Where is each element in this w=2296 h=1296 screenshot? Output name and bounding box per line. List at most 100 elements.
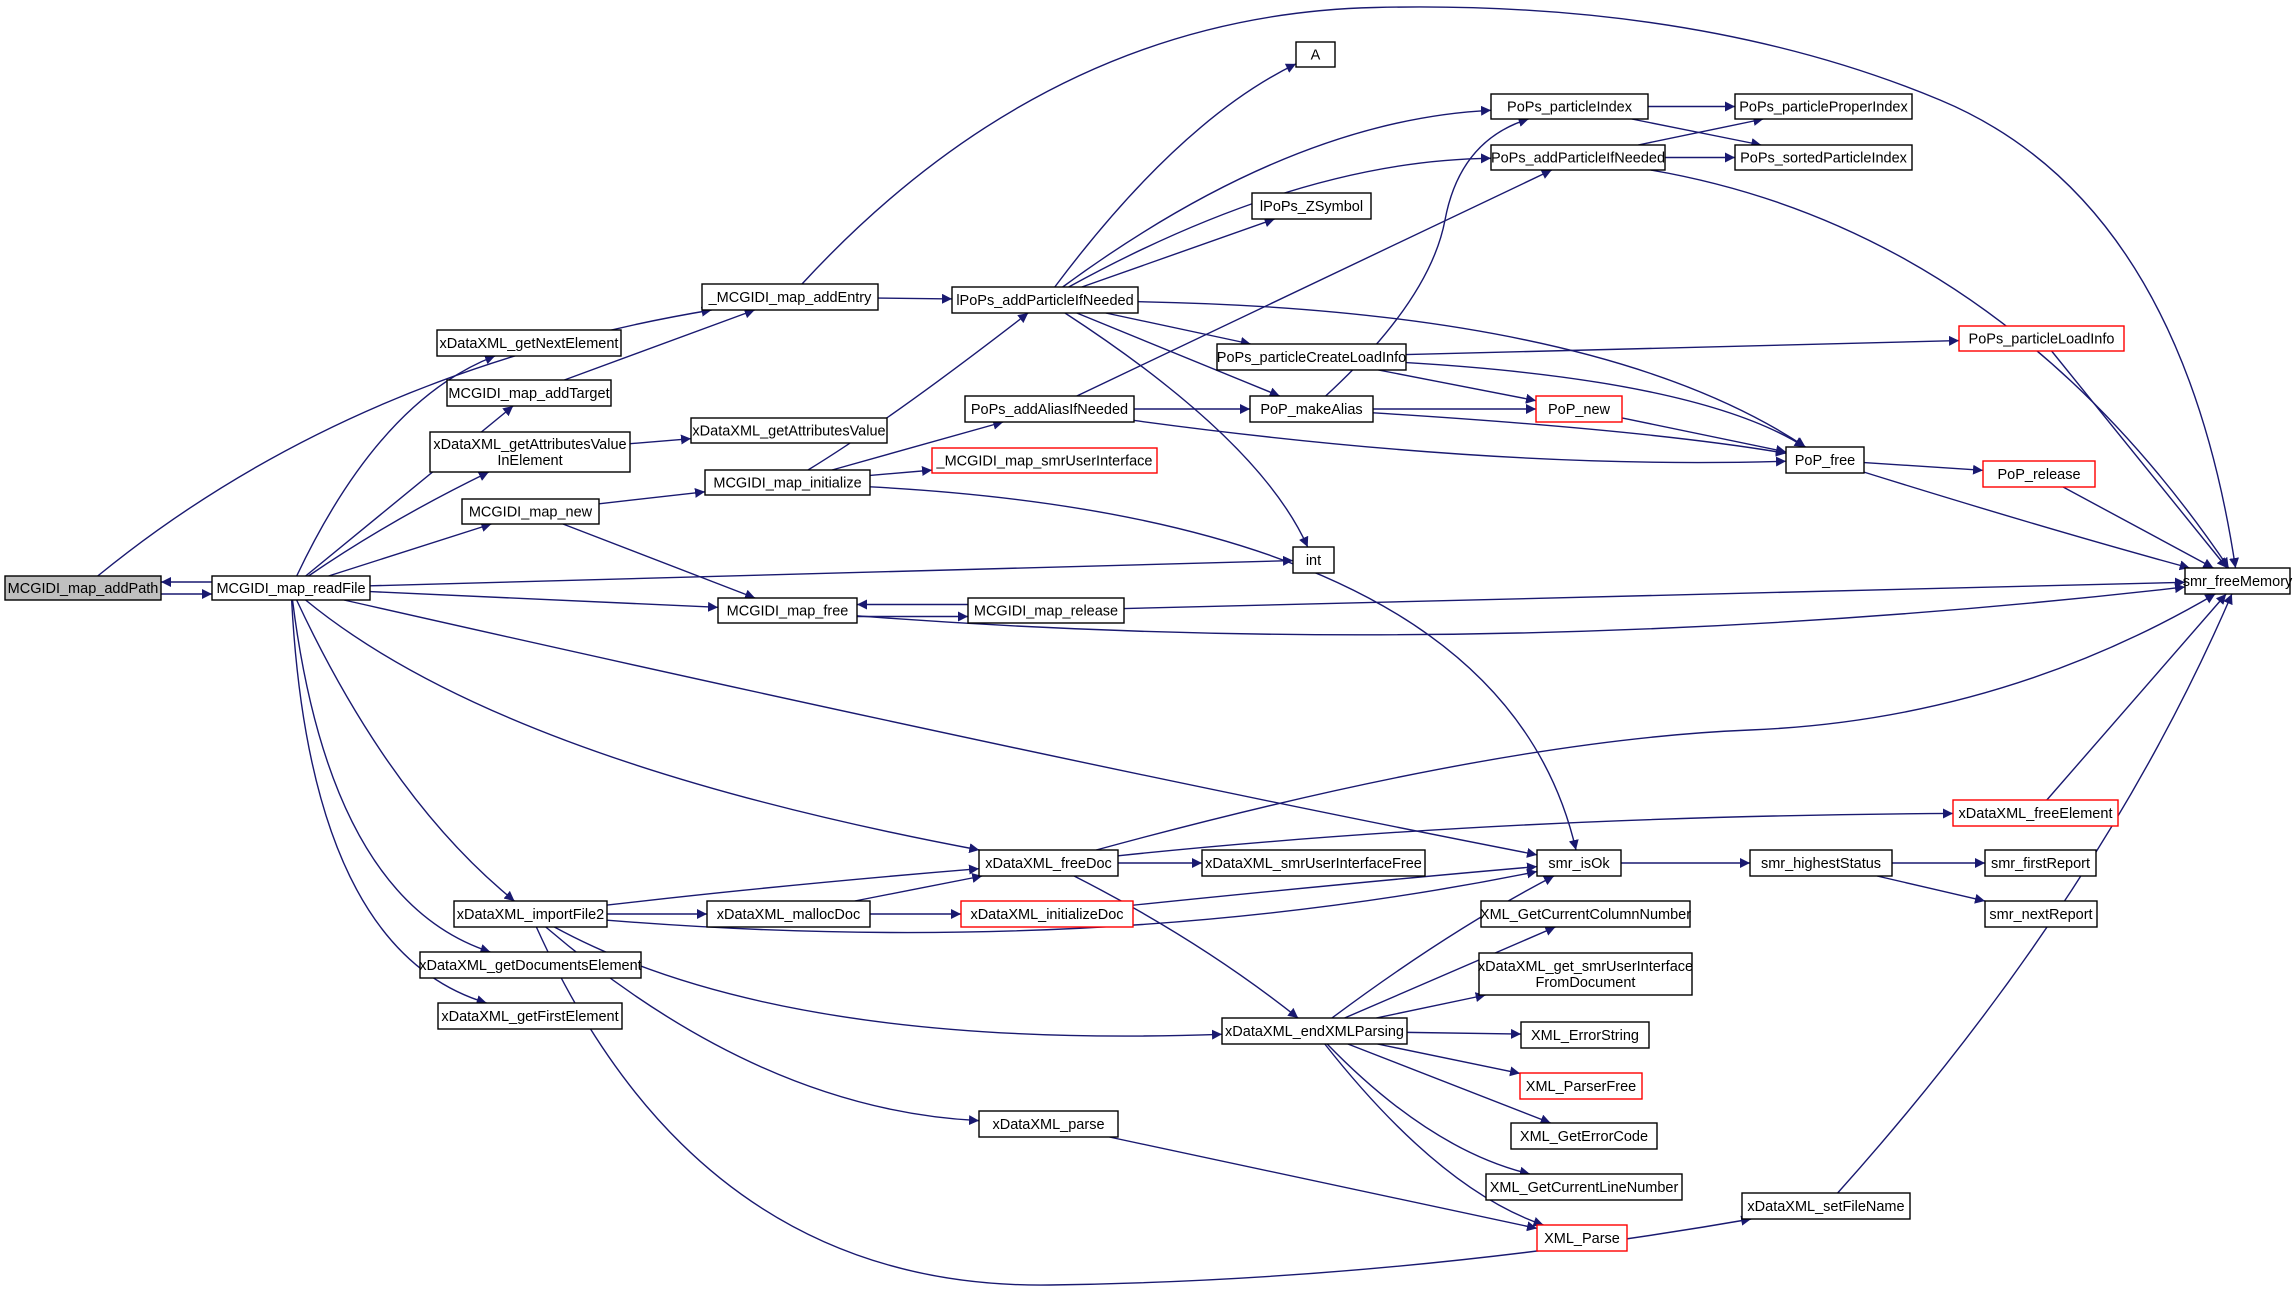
- node-box: [1984, 849, 2097, 877]
- node-box: [1485, 1173, 1683, 1201]
- edge-mapInitialize-to-lPoPsAdd: [807, 312, 1029, 471]
- node-freeDoc[interactable]: xDataXML_freeDoc: [978, 849, 1119, 877]
- edge-readFile-to-freeDoc: [305, 599, 980, 854]
- node-box: [1478, 952, 1693, 996]
- node-box: [1201, 849, 1426, 877]
- node-errCode[interactable]: XML_GetErrorCode: [1510, 1122, 1658, 1150]
- node-particleIndex[interactable]: PoPs_particleIndex: [1490, 93, 1649, 120]
- node-box: [1490, 144, 1666, 171]
- edge-lPoPsAdd-to-A: [1054, 63, 1297, 288]
- node-sortedIndex[interactable]: PoPs_sortedParticleIndex: [1734, 144, 1913, 171]
- node-createLoadInfo[interactable]: PoPs_particleCreateLoadInfo: [1216, 343, 1407, 371]
- node-box: [1958, 325, 2125, 352]
- node-box: [1216, 343, 1407, 371]
- node-importFile2[interactable]: xDataXML_importFile2: [453, 900, 608, 928]
- node-endXML[interactable]: xDataXML_endXMLParsing: [1221, 1017, 1408, 1045]
- edge-importFile2-to-endXML: [554, 926, 1223, 1040]
- node-properIndex[interactable]: PoPs_particleProperIndex: [1734, 93, 1913, 120]
- node-errString[interactable]: XML_ErrorString: [1520, 1021, 1650, 1049]
- node-addParticle[interactable]: PoPs_addParticleIfNeeded: [1490, 144, 1666, 171]
- node-freeElement[interactable]: xDataXML_freeElement: [1952, 799, 2119, 827]
- edge-readFile-to-getFirstElement: [290, 599, 487, 1005]
- node-readFile[interactable]: MCGIDI_map_readFile: [211, 575, 371, 601]
- node-getDocElement[interactable]: xDataXML_getDocumentsElement: [419, 951, 642, 979]
- node-lineNum[interactable]: XML_GetCurrentLineNumber: [1485, 1173, 1683, 1201]
- node-makeAlias[interactable]: PoP_makeAlias: [1249, 395, 1374, 423]
- node-box: [437, 1002, 623, 1030]
- node-setFileName[interactable]: xDataXML_setFileName: [1741, 1192, 1911, 1220]
- edge-highestStatus-to-nextReport: [1876, 875, 1986, 904]
- node-box: [960, 900, 1134, 928]
- node-box: [1519, 1072, 1643, 1100]
- node-parserFree[interactable]: XML_ParserFree: [1519, 1072, 1643, 1100]
- node-label: int: [1306, 553, 1321, 569]
- node-xparse[interactable]: xDataXML_parse: [978, 1110, 1119, 1138]
- node-box: [1741, 1192, 1911, 1220]
- node-box: [717, 597, 858, 624]
- node-colNum[interactable]: XML_GetCurrentColumnNumber: [1480, 900, 1691, 928]
- node-popNew[interactable]: PoP_new: [1535, 395, 1623, 423]
- node-getNextElement[interactable]: xDataXML_getNextElement: [436, 329, 622, 357]
- node-initializeDoc[interactable]: xDataXML_initializeDoc: [960, 900, 1134, 928]
- node-label: xDataXML_getAttributesValue: [692, 424, 885, 440]
- node-smrUserInterface[interactable]: _MCGIDI_map_smrUserInterface: [931, 447, 1158, 474]
- node-label: MCGIDI_map_readFile: [216, 581, 365, 597]
- node-getAttributesValue[interactable]: xDataXML_getAttributesValue: [690, 417, 888, 444]
- node-mapInitialize[interactable]: MCGIDI_map_initialize: [704, 469, 871, 496]
- node-box: [1734, 93, 1913, 120]
- edge-endXML-to-errString: [1406, 1028, 1522, 1039]
- node-int[interactable]: int: [1292, 546, 1335, 574]
- node-addEntry[interactable]: _MCGIDI_map_addEntry: [701, 283, 879, 311]
- edge-createLoadInfo-to-popNew: [1378, 369, 1537, 404]
- node-mapFree[interactable]: MCGIDI_map_free: [717, 597, 858, 624]
- node-label: XML_GetCurrentLineNumber: [1490, 1180, 1679, 1196]
- node-label: smr_isOk: [1548, 856, 1610, 872]
- edge-popFree-to-popRelease: [1863, 461, 1984, 475]
- node-popRelease[interactable]: PoP_release: [1982, 460, 2096, 488]
- node-box: [964, 395, 1135, 423]
- edge-lPoPsAdd-to-makeAlias: [1076, 312, 1280, 397]
- node-label: _MCGIDI_map_smrUserInterface: [936, 454, 1153, 470]
- node-label: xDataXML_parse: [992, 1117, 1104, 1133]
- node-lPoPsZ[interactable]: lPoPs_ZSymbol: [1251, 192, 1372, 220]
- node-label: xDataXML_freeElement: [1959, 806, 2113, 822]
- node-nextReport[interactable]: smr_nextReport: [1984, 900, 2098, 928]
- edge-getAttrVal-to-getAttributesValue: [629, 434, 692, 445]
- edge-lPoPsAdd-to-addParticle: [1068, 153, 1492, 288]
- node-freeMemory[interactable]: smr_freeMemory: [2183, 567, 2293, 595]
- node-addAlias[interactable]: PoPs_addAliasIfNeeded: [964, 395, 1135, 423]
- edge-addParticle-to-properIndex: [1638, 116, 1764, 146]
- node-uiFree[interactable]: xDataXML_smrUserInterfaceFree: [1201, 849, 1426, 877]
- node-addPath[interactable]: MCGIDI_map_addPath: [4, 575, 162, 601]
- node-loadInfo[interactable]: PoPs_particleLoadInfo: [1958, 325, 2125, 352]
- node-xmlParse[interactable]: XML_Parse: [1536, 1224, 1628, 1252]
- node-label: smr_firstReport: [1991, 856, 2090, 872]
- node-mapRelease[interactable]: MCGIDI_map_release: [967, 597, 1125, 624]
- edge-readFile-to-getDocElement: [291, 599, 491, 954]
- node-label: smr_nextReport: [1989, 907, 2092, 923]
- edge-lPoPsAdd-to-popFree: [1137, 300, 1806, 448]
- node-lPoPsAdd[interactable]: lPoPs_addParticleIfNeeded: [951, 286, 1139, 314]
- node-label: PoP_new: [1548, 402, 1611, 418]
- edge-importFile2-to-freeDoc: [606, 864, 980, 906]
- node-getFirstElement[interactable]: xDataXML_getFirstElement: [437, 1002, 623, 1030]
- node-popFree[interactable]: PoP_free: [1785, 446, 1865, 474]
- node-label: MCGIDI_map_addTarget: [448, 386, 609, 402]
- node-label: MCGIDI_map_release: [974, 604, 1118, 620]
- node-addTarget[interactable]: MCGIDI_map_addTarget: [446, 379, 612, 407]
- node-layer: MCGIDI_map_addPath MCGIDI_map_readFile _MC…: [4, 41, 2293, 1252]
- node-firstReport[interactable]: smr_firstReport: [1984, 849, 2097, 877]
- node-highestStatus[interactable]: smr_highestStatus: [1749, 849, 1893, 877]
- edge-endXML-to-lineNum: [1326, 1043, 1531, 1177]
- node-A[interactable]: A: [1295, 41, 1336, 68]
- node-box: [446, 379, 612, 407]
- edge-importFile2-to-isOk: [606, 868, 1538, 934]
- node-box: [704, 469, 871, 496]
- node-mallocDoc[interactable]: xDataXML_mallocDoc: [706, 900, 871, 928]
- edge-addAlias-to-addParticle: [1076, 169, 1553, 397]
- node-isOk[interactable]: smr_isOk: [1536, 849, 1622, 877]
- node-mapNew[interactable]: MCGIDI_map_new: [461, 498, 600, 525]
- node-getUI[interactable]: xDataXML_get_smrUserInterfaceFromDocumen…: [1478, 952, 1693, 996]
- edge-addParticle-to-freeMemory: [1650, 169, 2230, 569]
